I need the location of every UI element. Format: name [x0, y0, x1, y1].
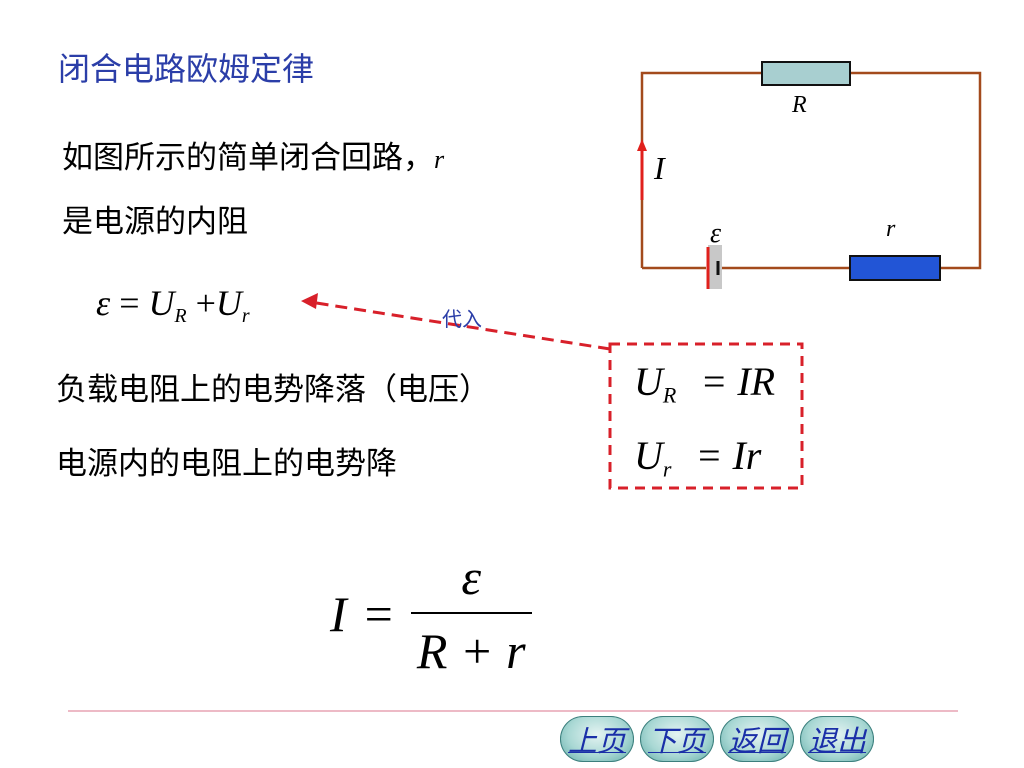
internal-rhs: = Ir: [695, 433, 762, 478]
emf-u2: U: [215, 283, 242, 323]
intro-line-1: 如图所示的简单闭合回路，r: [62, 132, 444, 177]
substitute-arrow-head: [301, 293, 318, 309]
emf-equals: =: [119, 283, 140, 323]
circuit-label-R: R: [792, 92, 807, 118]
current-arrow-head: [637, 139, 647, 151]
exit-button[interactable]: 退出: [800, 716, 874, 762]
prev-page-button[interactable]: 上页: [560, 716, 634, 762]
intro-line-2: 是电源的内阻: [62, 204, 248, 240]
final-equals: =: [364, 586, 393, 642]
circuit-diagram: [637, 61, 982, 289]
resistor-r: [849, 255, 941, 281]
back-button[interactable]: 返回: [720, 716, 794, 762]
circuit-label-emf: ε: [710, 218, 722, 249]
final-fraction: ε R + r: [410, 548, 532, 680]
intro-text-1: 如图所示的简单闭合回路，: [62, 140, 434, 176]
internal-drop-equation: Ur = Ir: [634, 432, 761, 483]
load-drop-label: 负载电阻上的电势降落（电压）: [56, 372, 490, 408]
internal-drop-label: 电源内的电阻上的电势降: [56, 446, 397, 482]
emf-plus: +: [195, 283, 216, 323]
load-rhs: = IR: [700, 359, 776, 404]
intro-var-r: r: [434, 145, 445, 174]
page-title: 闭合电路欧姆定律: [58, 50, 315, 88]
load-sub: R: [662, 382, 677, 408]
battery-casing: [708, 245, 722, 289]
circuit-label-I: I: [654, 150, 665, 186]
circuit-label-r: r: [886, 216, 896, 242]
final-lhs: I: [330, 586, 347, 642]
emf-symbol: ε: [96, 283, 111, 323]
resistor-R: [761, 61, 851, 86]
internal-sub: r: [662, 456, 672, 482]
emf-equation: ε = UR +Ur: [96, 282, 250, 328]
substitute-dashed-box: [608, 342, 804, 490]
final-denominator: R + r: [410, 612, 532, 680]
load-u: U: [634, 359, 663, 404]
load-drop-equation: UR = IR: [634, 358, 775, 409]
substitute-label: 代入: [442, 307, 482, 331]
final-law: I = ε R + r: [330, 548, 532, 680]
next-page-button[interactable]: 下页: [640, 716, 714, 762]
substitute-arrow-line: [309, 300, 611, 351]
emf-u1: U: [148, 283, 175, 323]
final-numerator: ε: [461, 549, 482, 605]
internal-u: U: [634, 433, 663, 478]
circuit-wire-main: [640, 71, 982, 270]
emf-sub-R: R: [174, 304, 187, 327]
emf-sub-r: r: [241, 304, 250, 327]
